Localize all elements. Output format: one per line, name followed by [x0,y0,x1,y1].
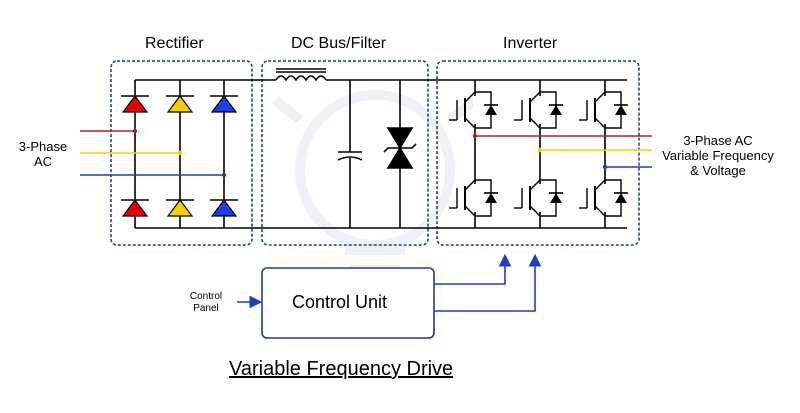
inverter-box [436,60,640,246]
igbt-switch-4 [514,179,563,217]
output-phase-wires [475,135,652,168]
dc-bus-box [261,60,429,246]
tvs-diode-icon [383,80,417,228]
watermark-bulb-icon [271,90,479,275]
inverter-title: Inverter [503,35,558,52]
dc-bus-rails [135,68,627,229]
igbt-switch-6 [579,179,628,217]
capacitor-icon [337,80,363,228]
diode-red-top [121,95,149,113]
output-label: 3-Phase AC Variable Frequency & Voltage [654,133,782,178]
control-signal-line-2 [434,253,542,312]
page-title: Variable Frequency Drive [229,358,454,380]
igbt-switch-3 [514,91,563,129]
rectifier-title: Rectifier [145,35,204,52]
igbt-switches [449,91,628,217]
dc-bus-title: DC Bus/Filter [291,35,387,52]
control-panel-label: Control Panel [180,291,232,315]
control-panel-line1: Control [189,291,223,302]
igbt-switch-5 [579,91,628,129]
diode-blue-top [210,95,238,113]
output-label-line1: 3-Phase AC [683,133,753,148]
input-label: 3-Phase AC [14,139,72,169]
input-label-line2: AC [33,154,53,169]
diode-red-bottom [121,199,149,217]
igbt-switch-1 [449,91,498,129]
output-label-line2: Variable Frequency [662,148,774,163]
input-label-line1: 3-Phase [18,139,68,154]
control-signal-line-1 [434,253,512,285]
igbt-switch-2 [449,179,498,217]
diode-yellow-top [166,95,194,113]
output-label-line3: & Voltage [690,163,746,178]
control-panel-line2: Panel [193,303,219,314]
control-unit-label: Control Unit [292,292,388,312]
diode-yellow-bottom [166,199,194,217]
diode-blue-bottom [210,199,238,217]
